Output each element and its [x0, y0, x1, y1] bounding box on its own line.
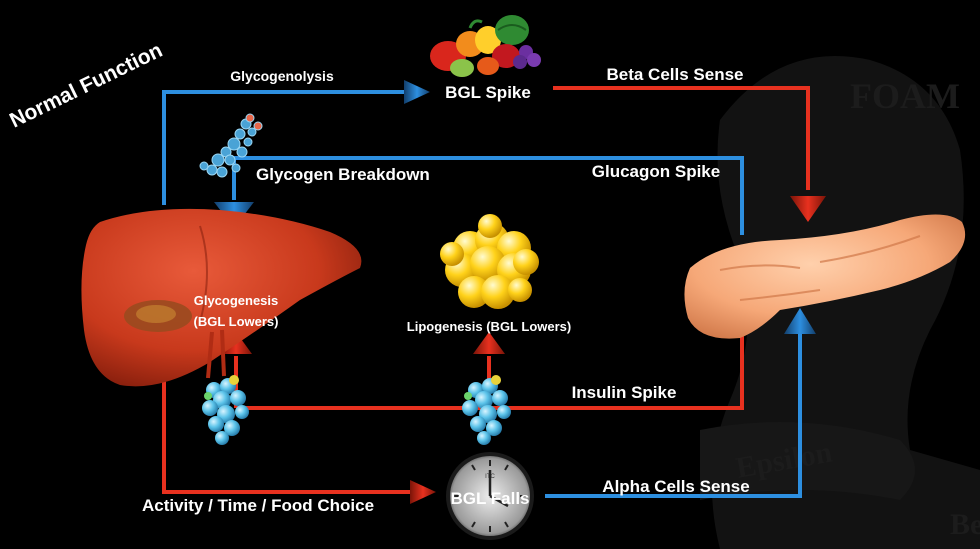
- glucagon-spike-label: Glucagon Spike: [592, 162, 720, 181]
- clock-icon: ITC: [446, 452, 534, 540]
- liver-icon: [81, 208, 362, 387]
- beta-cells-line: [553, 86, 810, 190]
- watermark: FOAM Epsilon Be: [700, 56, 980, 549]
- insulin-spike-label: Insulin Spike: [572, 383, 677, 402]
- alpha-cells-line: [545, 322, 802, 498]
- alpha-cells-sense-label: Alpha Cells Sense: [602, 477, 749, 496]
- page-title: Normal Function: [6, 39, 166, 133]
- glycogen-molecule-icon: [199, 113, 263, 178]
- watermark-corner-text: Be: [950, 508, 980, 541]
- arrow-to-pancreas-alpha: [784, 308, 816, 334]
- fat-cell-icon: [440, 214, 539, 309]
- bgl-spike-label: BGL Spike: [445, 83, 531, 102]
- fruit-pile-icon: [430, 15, 541, 77]
- glucagon-line: [232, 156, 744, 235]
- clock-brand: ITC: [485, 474, 495, 480]
- arrow-to-bgl-falls: [410, 480, 436, 504]
- pancreas-icon: [684, 214, 966, 339]
- glycogenesis-label: Glycogenesis: [194, 293, 279, 308]
- arrow-to-pancreas-beta: [790, 196, 826, 222]
- insulin-line: [236, 322, 744, 410]
- glycogenolysis-label: Glycogenolysis: [230, 68, 334, 84]
- arrow-to-bgl-spike: [404, 80, 430, 104]
- insulin-molecule-icon: [462, 375, 511, 445]
- bgl-falls-label: BGL Falls: [450, 489, 529, 508]
- insulin-molecule-icon: [202, 375, 249, 445]
- arrow-to-lipogenesis: [473, 332, 505, 354]
- glycogenesis-note: (BGL Lowers): [194, 314, 279, 329]
- beta-cells-sense-label: Beta Cells Sense: [606, 65, 743, 84]
- glycogenolysis-line: [162, 90, 408, 205]
- lipogenesis-label: Lipogenesis (BGL Lowers): [407, 319, 571, 334]
- activity-label: Activity / Time / Food Choice: [142, 496, 374, 515]
- watermark-top-text: FOAM: [850, 76, 960, 116]
- glycogen-breakdown-label: Glycogen Breakdown: [256, 165, 430, 184]
- activity-line: [162, 328, 412, 494]
